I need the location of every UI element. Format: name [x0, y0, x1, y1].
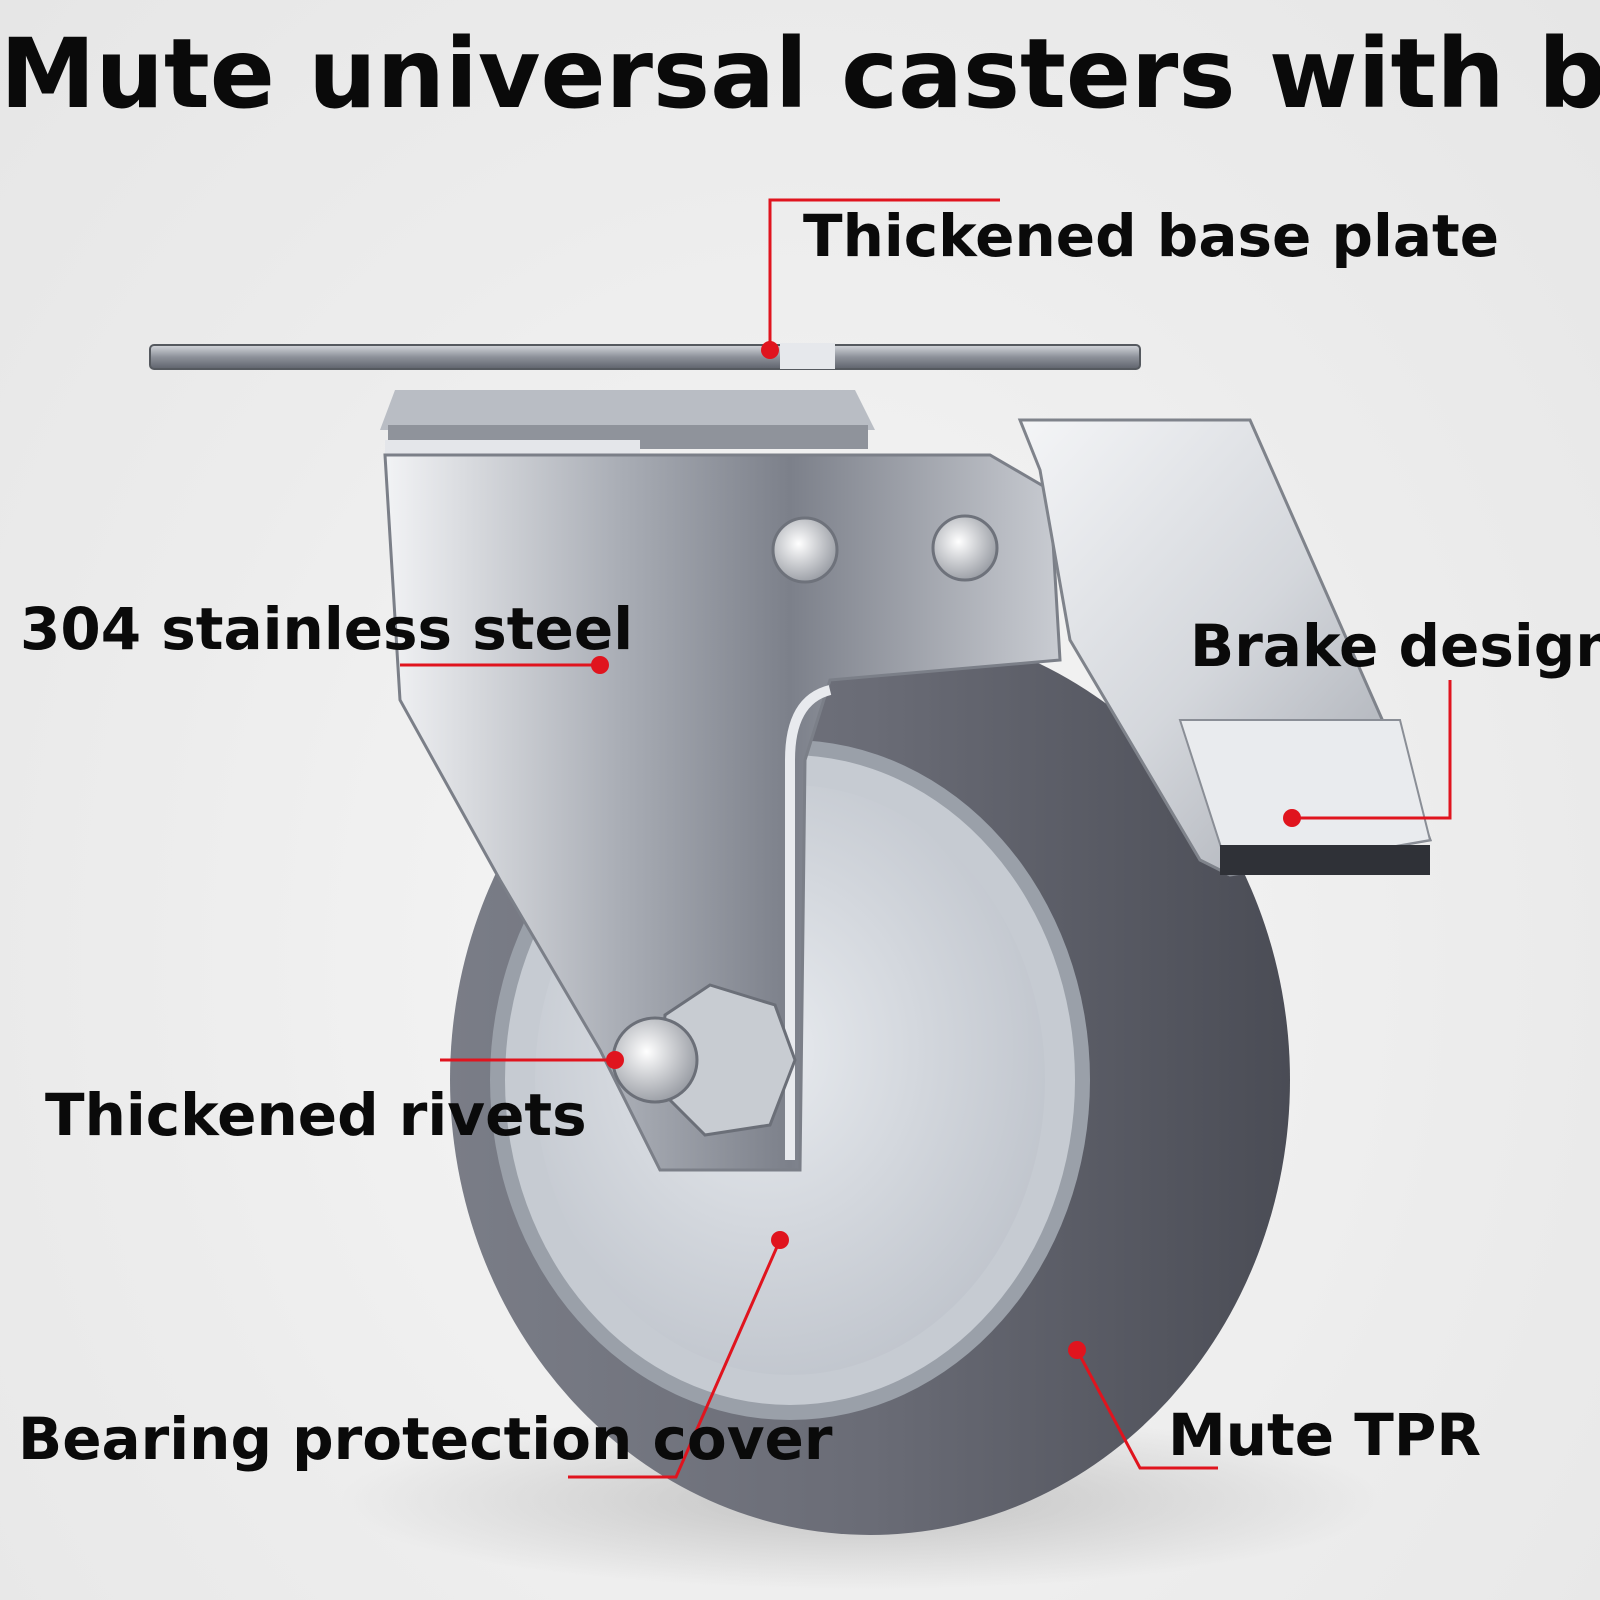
label-thickened-rivets: Thickened rivets — [45, 1081, 587, 1149]
label-304-stainless-steel: 304 stainless steel — [20, 595, 634, 663]
brake-pedal — [1017, 418, 1433, 877]
callout-dot-brake — [1283, 809, 1301, 827]
bracket-rivet-right — [931, 514, 999, 582]
bracket-rivet-left — [771, 516, 839, 584]
callout-dot-cover — [771, 1231, 789, 1249]
callout-line-base-plate — [768, 198, 1000, 350]
callout-dot-base-plate — [761, 341, 779, 359]
base-plate — [149, 343, 1141, 370]
callout-line-brake — [1292, 680, 1452, 820]
fork-inner-edge — [785, 685, 832, 1160]
label-brake-design: Brake design — [1190, 612, 1600, 680]
label-bearing-protection-cover: Bearing protection cover — [18, 1405, 833, 1473]
diagram-title: Mute universal casters with brake — [0, 18, 1600, 130]
callout-dots — [591, 341, 1301, 1359]
callout-lines — [400, 198, 1452, 1479]
callout-dot-tpr — [1068, 1341, 1086, 1359]
callout-dot-stainless — [591, 656, 609, 674]
fork-bracket — [383, 453, 1062, 1172]
callout-line-tpr — [1075, 1349, 1218, 1470]
label-mute-tpr: Mute TPR — [1168, 1401, 1481, 1469]
callout-dot-rivets — [606, 1051, 624, 1069]
callout-line-cover — [568, 1239, 782, 1479]
label-thickened-base-plate: Thickened base plate — [803, 202, 1500, 270]
